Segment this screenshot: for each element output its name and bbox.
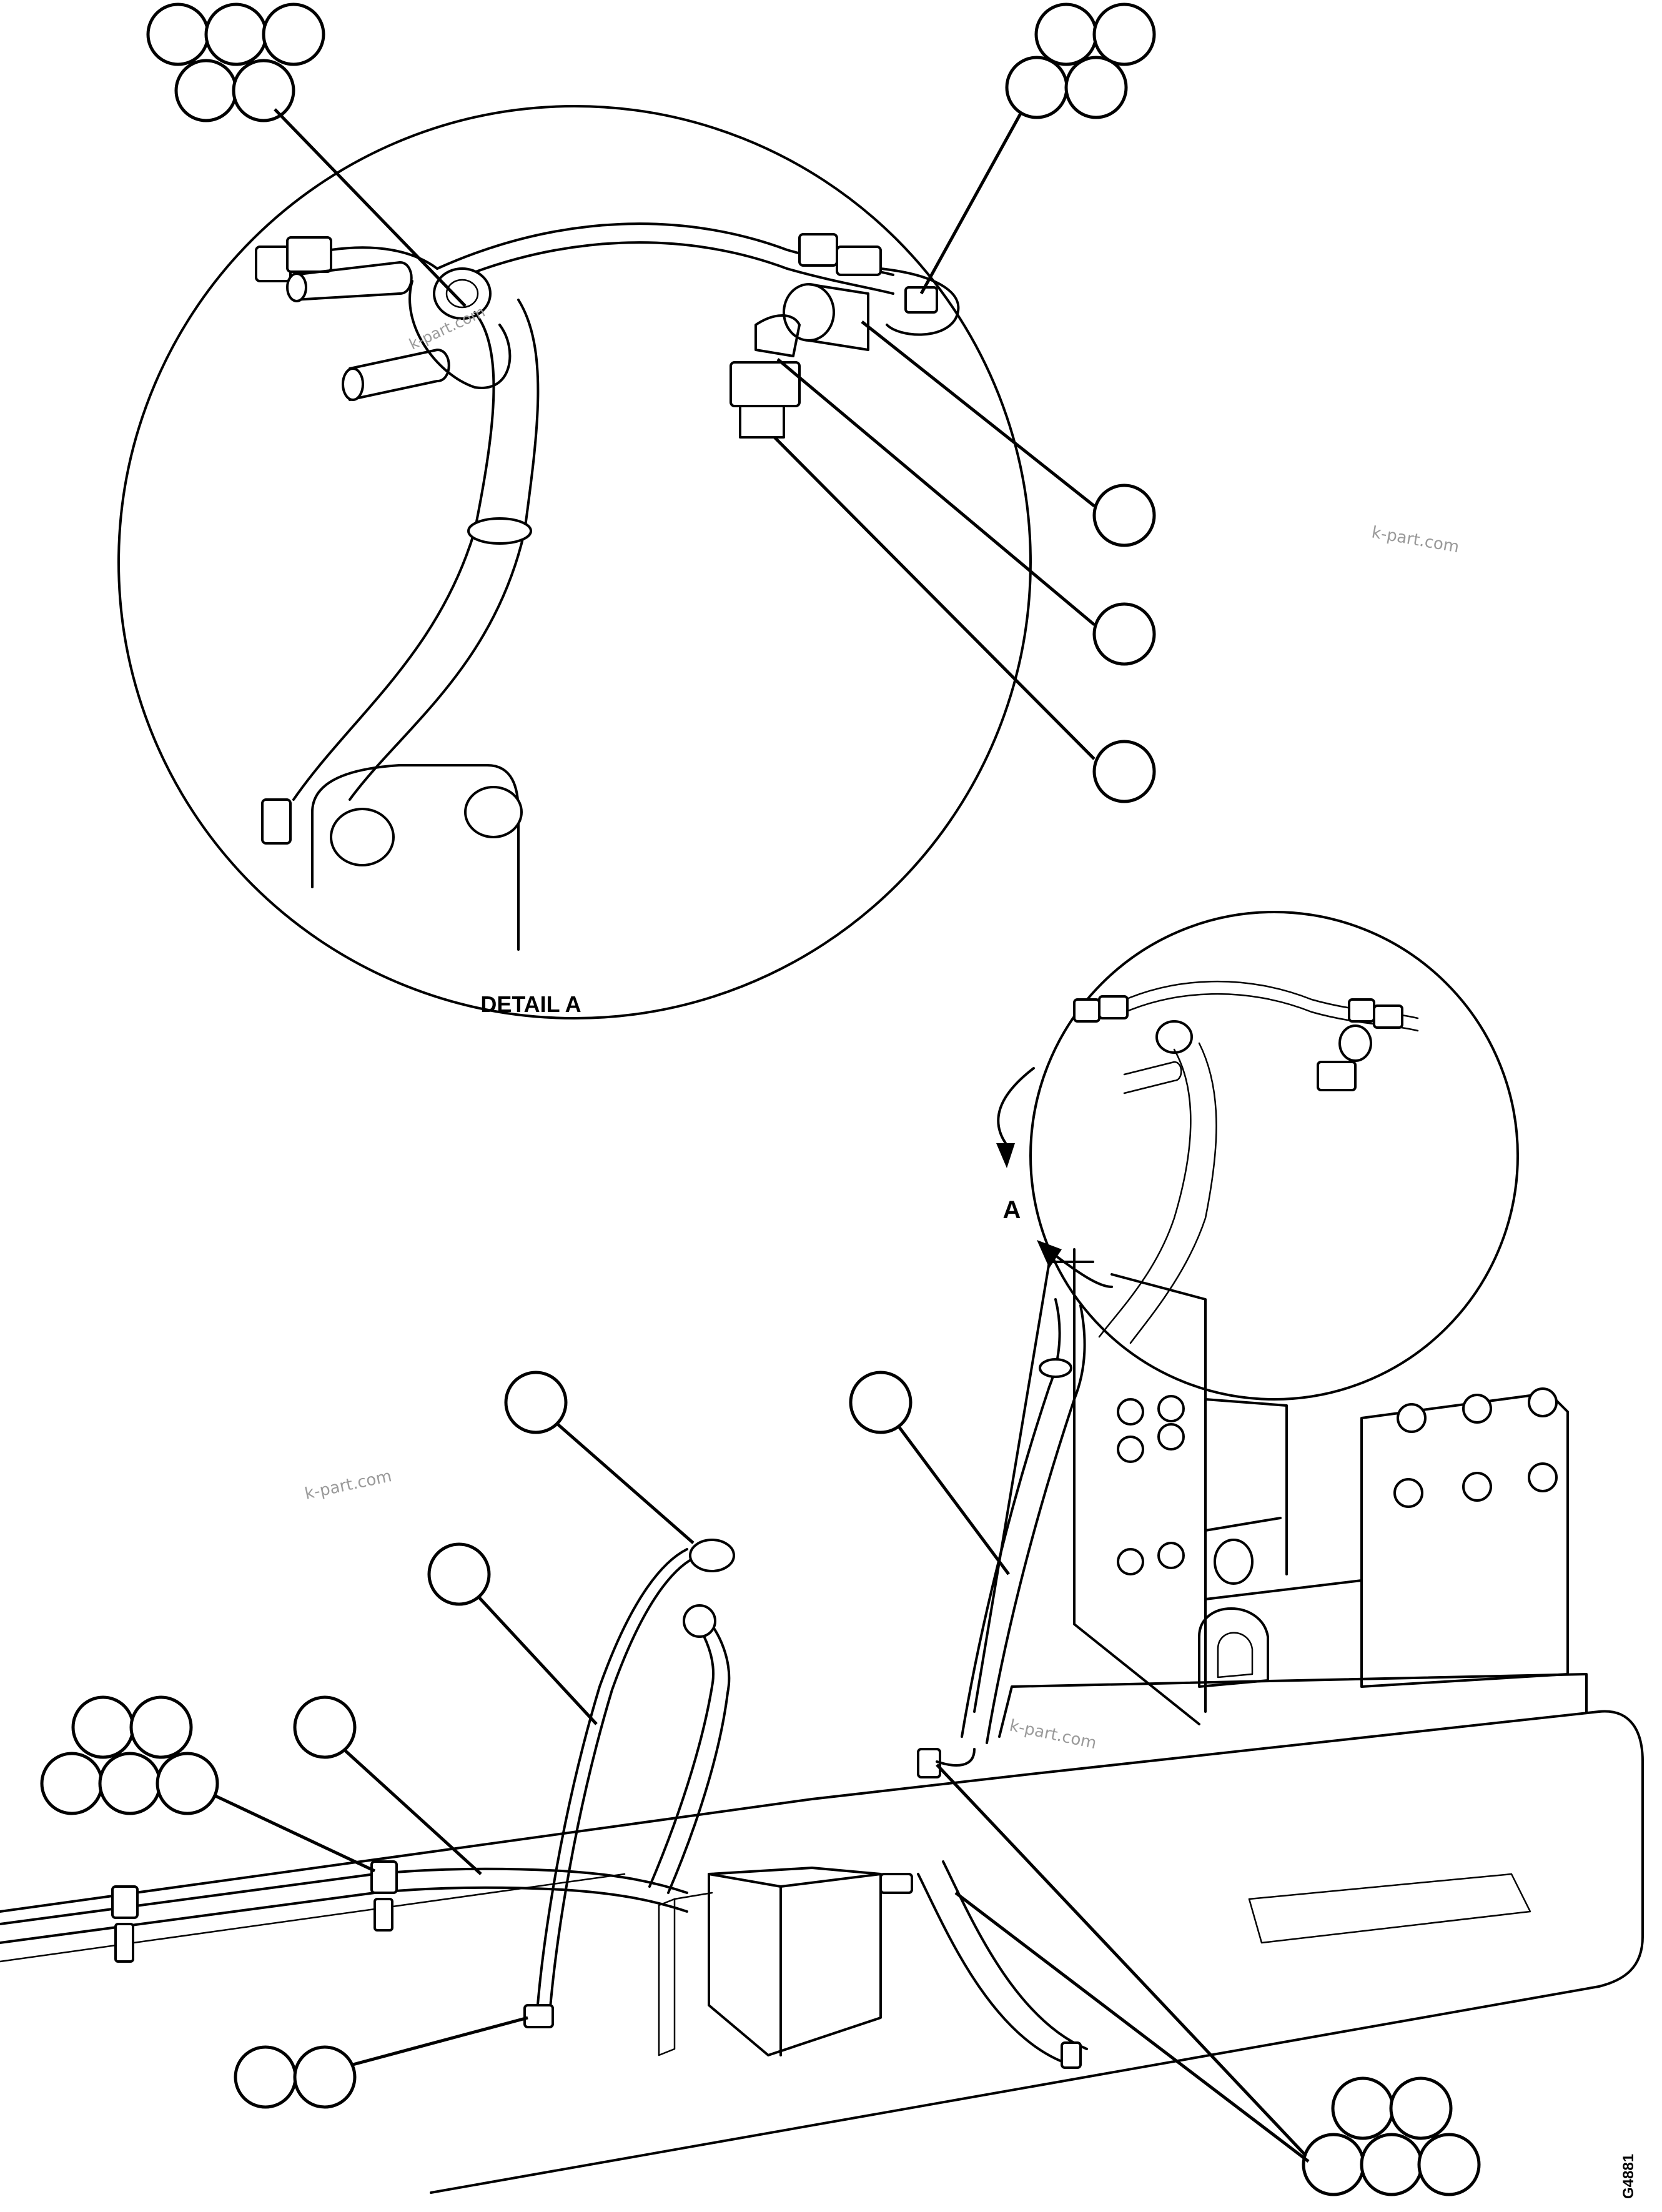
callout-single-cable-top	[504, 1371, 695, 1544]
callout-single-harness	[293, 1695, 482, 1875]
callout-single-hose-right	[849, 1371, 1011, 1575]
watermark: k-part.com	[1008, 1717, 1099, 1753]
callout-singles-detail-right	[773, 320, 1156, 803]
callout-group-top-left	[146, 2, 467, 307]
view-a-overview	[996, 911, 1519, 1401]
main-assembly	[0, 1248, 1644, 2194]
detail-a-view	[117, 105, 1032, 1019]
detail-a-caption: DETAIL A	[480, 991, 581, 1017]
callout-group-bottom-right	[936, 1763, 1481, 2196]
drawing-number: G4881	[1620, 2154, 1637, 2199]
callout-group-bottom-left	[234, 2016, 528, 2109]
callout-single-battery-cable	[427, 1542, 598, 1725]
view-a-marker: A	[1003, 1196, 1021, 1224]
watermark: k-part.com	[303, 1467, 393, 1504]
callout-group-top-right	[919, 2, 1156, 295]
callout-group-left	[40, 1695, 376, 1873]
watermark: k-part.com	[1370, 523, 1461, 557]
